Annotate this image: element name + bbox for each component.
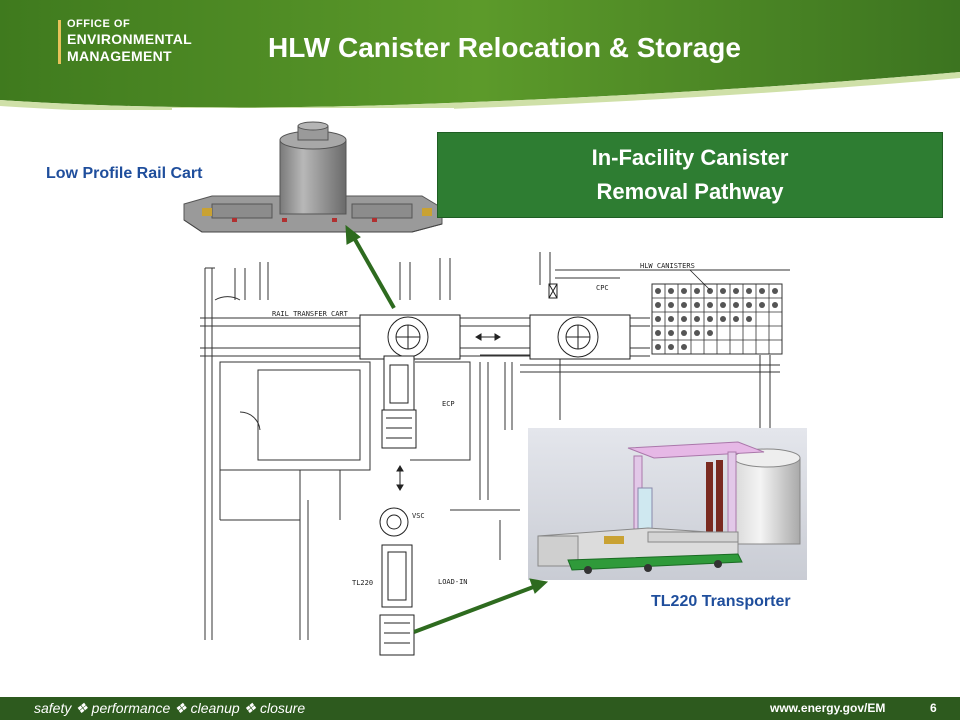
pathway-callout: In-Facility Canister Removal Pathway xyxy=(437,132,943,218)
facility-floor-plan: HLW CANISTERS CPC RAIL TRANSFER CART ECP… xyxy=(200,252,790,656)
slide-title: HLW Canister Relocation & Storage xyxy=(268,32,741,63)
callout-line-1: In-Facility Canister xyxy=(591,145,789,170)
transporter-label: TL220 Transporter xyxy=(651,593,791,610)
label-load-in: LOAD-IN xyxy=(438,578,468,586)
label-ecp: ECP xyxy=(442,400,455,408)
logo-line-1: OFFICE OF xyxy=(67,18,131,30)
logo-line-3: MANAGEMENT xyxy=(67,48,172,64)
tl220-transporter-image xyxy=(528,428,807,580)
label-hlw-canisters: HLW CANISTERS xyxy=(640,262,695,270)
footer-tagline: safety ❖ performance ❖ cleanup ❖ closure xyxy=(34,700,306,716)
tl220-vertical-lower xyxy=(379,544,415,656)
rail-transfer-cart-left xyxy=(359,314,461,360)
header-banner: OFFICE OF ENVIRONMENTAL MANAGEMENT HLW C… xyxy=(0,0,960,110)
header-background xyxy=(0,0,960,110)
rail-transfer-cart-right xyxy=(529,314,631,360)
rail-cart-image xyxy=(172,108,454,258)
logo-accent-bar xyxy=(58,20,61,64)
page-number: 6 xyxy=(930,701,937,715)
label-vsc: VSC xyxy=(412,512,425,520)
rail-cart-label: Low Profile Rail Cart xyxy=(46,165,203,182)
footer-url: www.energy.gov/EM xyxy=(770,701,886,715)
vsc-unit xyxy=(379,507,409,537)
cpc-marker-box xyxy=(548,283,558,299)
footer-bar: safety ❖ performance ❖ cleanup ❖ closure… xyxy=(0,697,960,720)
tl220-vertical-upper xyxy=(381,355,417,449)
callout-line-2: Removal Pathway xyxy=(596,179,784,204)
logo-line-2: ENVIRONMENTAL xyxy=(67,31,192,47)
label-tl220: TL220 xyxy=(352,579,373,587)
label-rail-transfer-cart: RAIL TRANSFER CART xyxy=(272,310,349,318)
tl220-illustration xyxy=(528,428,807,580)
doe-em-logo: OFFICE OF ENVIRONMENTAL MANAGEMENT xyxy=(58,18,208,66)
label-cpc: CPC xyxy=(596,284,609,292)
rail-cart-illustration xyxy=(183,121,443,233)
hlw-canister-grid xyxy=(651,283,783,355)
